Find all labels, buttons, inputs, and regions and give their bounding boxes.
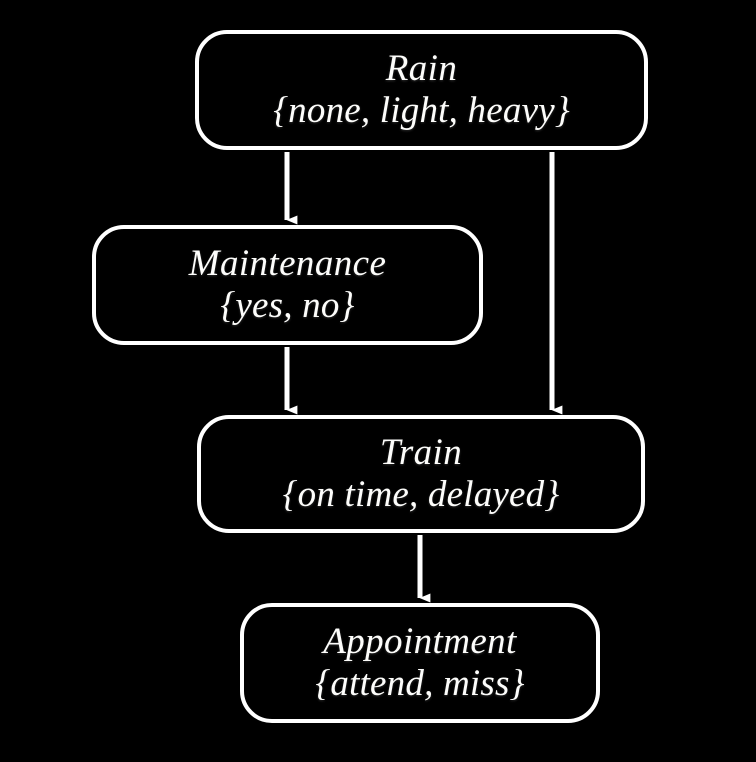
node-appointment[interactable]: Appointment {attend, miss} (240, 603, 600, 723)
node-train[interactable]: Train {on time, delayed} (197, 415, 645, 533)
node-rain[interactable]: Rain {none, light, heavy} (195, 30, 648, 150)
node-appointment-label: Appointment (323, 621, 517, 663)
node-train-states: {on time, delayed} (282, 474, 560, 515)
node-rain-label: Rain (385, 48, 458, 90)
node-train-label: Train (379, 432, 463, 474)
node-maintenance[interactable]: Maintenance {yes, no} (92, 225, 483, 345)
node-maintenance-label: Maintenance (188, 243, 387, 285)
node-rain-states: {none, light, heavy} (273, 90, 570, 131)
node-appointment-states: {attend, miss} (315, 663, 525, 704)
node-maintenance-states: {yes, no} (220, 285, 355, 326)
